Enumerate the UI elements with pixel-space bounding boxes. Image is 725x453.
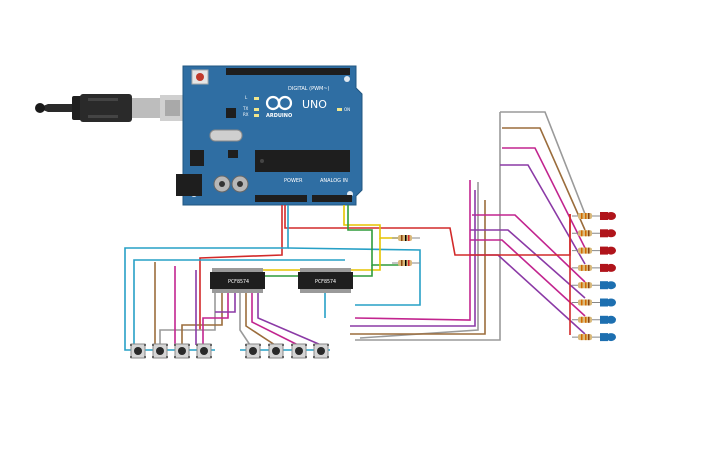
chip-1-label: PCF8574 <box>228 279 249 285</box>
led-resistor <box>572 247 600 254</box>
led-resistor <box>572 213 600 219</box>
push-button-4[interactable] <box>196 343 212 359</box>
led-red-3[interactable] <box>572 246 616 255</box>
resistor-scl[interactable] <box>392 260 420 266</box>
push-button-6[interactable] <box>268 343 284 359</box>
usb-cable <box>35 94 184 122</box>
led-red-1[interactable] <box>572 212 616 220</box>
resistor-sda[interactable] <box>392 235 420 241</box>
push-button-3[interactable] <box>174 343 190 359</box>
chip-2-label: PCF8574 <box>315 279 336 285</box>
board-brand-label: ARDUINO <box>266 113 292 119</box>
push-button-5[interactable] <box>245 343 261 359</box>
push-button-7[interactable] <box>291 343 307 359</box>
led-resistor <box>572 316 600 323</box>
rx-label: RX <box>243 112 249 117</box>
pcf8574-chip-2[interactable] <box>298 268 353 293</box>
led-blue-6[interactable] <box>572 298 616 307</box>
pcf8574-chip-1[interactable] <box>210 268 265 293</box>
push-button-8[interactable] <box>313 343 329 359</box>
analog-header-label: ANALOG IN <box>320 178 348 184</box>
digital-header-label: DIGITAL (PWM~) <box>288 86 330 92</box>
arduino-logo <box>265 95 293 111</box>
led-resistor <box>572 282 600 289</box>
led-group <box>572 212 616 342</box>
arduino-uno-board[interactable] <box>176 65 363 206</box>
led-blue-8[interactable] <box>572 333 616 342</box>
power-header-label: POWER <box>284 178 303 184</box>
led-blue-5[interactable] <box>572 281 616 290</box>
led-blue-7[interactable] <box>572 315 616 324</box>
push-button-1[interactable] <box>130 343 146 359</box>
push-button-2[interactable] <box>152 343 168 359</box>
tx-label: TX <box>242 106 248 111</box>
led-resistor <box>572 299 600 306</box>
led-resistor <box>572 230 600 237</box>
wires <box>124 111 586 351</box>
board-model-label: UNO <box>302 98 327 111</box>
led-red-2[interactable] <box>572 229 616 238</box>
led-resistor <box>572 264 600 271</box>
led-red-4[interactable] <box>572 263 616 272</box>
on-label: ON <box>344 107 350 112</box>
led-l-label: L <box>245 95 248 100</box>
button-group <box>130 343 329 359</box>
led-resistor <box>572 334 600 341</box>
